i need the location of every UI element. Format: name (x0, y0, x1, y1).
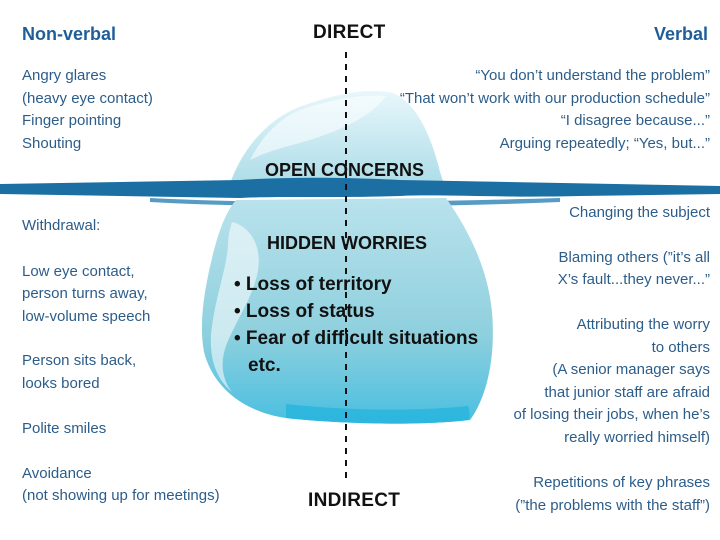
hidden-worries-list: • Loss of territory • Loss of status • F… (234, 271, 478, 379)
right-above-item: “I disagree because...” (560, 112, 710, 129)
iceberg-body-shadow (286, 404, 470, 424)
right-above-item: “That won’t work with our production sch… (399, 90, 710, 107)
hidden-worries-label: HIDDEN WORRIES (267, 233, 428, 253)
right-below-item: that junior staff are afraid (544, 384, 710, 401)
right-below-item: X’s fault...they never...” (557, 271, 710, 288)
right-below-item: to others (651, 339, 710, 356)
right-above-item: Arguing repeatedly; “Yes, but...” (499, 135, 710, 152)
bullet-item: • Loss of status (234, 301, 375, 322)
left-below-item: person turns away, (22, 285, 148, 302)
left-below-item: Polite smiles (22, 420, 107, 437)
right-above-item: “You don’t understand the problem” (475, 67, 710, 84)
axis-top-label: DIRECT (313, 22, 386, 43)
left-below-item: low-volume speech (22, 308, 151, 325)
right-below-item: (A senior manager says (552, 361, 710, 378)
right-below-item: really worried himself) (564, 429, 710, 446)
left-below-item: looks bored (22, 375, 100, 392)
bullet-item: • Loss of territory (234, 274, 392, 295)
iceberg-body-highlight (210, 222, 259, 392)
left-below-item: Low eye contact, (22, 263, 135, 280)
bullet-item: • Fear of difficult situations (234, 328, 479, 349)
left-below-item: Avoidance (22, 465, 92, 482)
right-heading: Verbal (653, 24, 708, 44)
left-above-item: Shouting (22, 135, 82, 152)
iceberg-body (201, 198, 493, 424)
axis-bottom-label: INDIRECT (308, 490, 401, 511)
iceberg-tip-shade (250, 95, 386, 160)
right-below-item: Attributing the worry (576, 316, 710, 333)
bullet-etc: etc. (248, 355, 281, 376)
right-below-item: Blaming others (”it’s all (558, 249, 710, 266)
right-below-item: of losing their jobs, when he’s (513, 406, 710, 423)
iceberg-tip (228, 90, 446, 190)
left-heading: Non-verbal (22, 24, 117, 44)
open-concerns-label: OPEN CONCERNS (265, 160, 425, 180)
left-below-withdrawal: Withdrawal: (22, 217, 101, 234)
left-below-item: Person sits back, (22, 352, 137, 369)
left-above-item: Angry glares (22, 67, 107, 84)
water-surface (0, 177, 720, 198)
right-below-item: (”the problems with the staff”) (515, 497, 710, 514)
left-above-item: Finger pointing (22, 112, 122, 129)
left-below-item: (not showing up for meetings) (22, 487, 220, 504)
right-below-item: Changing the subject (569, 204, 710, 221)
right-below-item: Repetitions of key phrases (533, 474, 710, 491)
left-above-item: (heavy eye contact) (22, 90, 153, 107)
